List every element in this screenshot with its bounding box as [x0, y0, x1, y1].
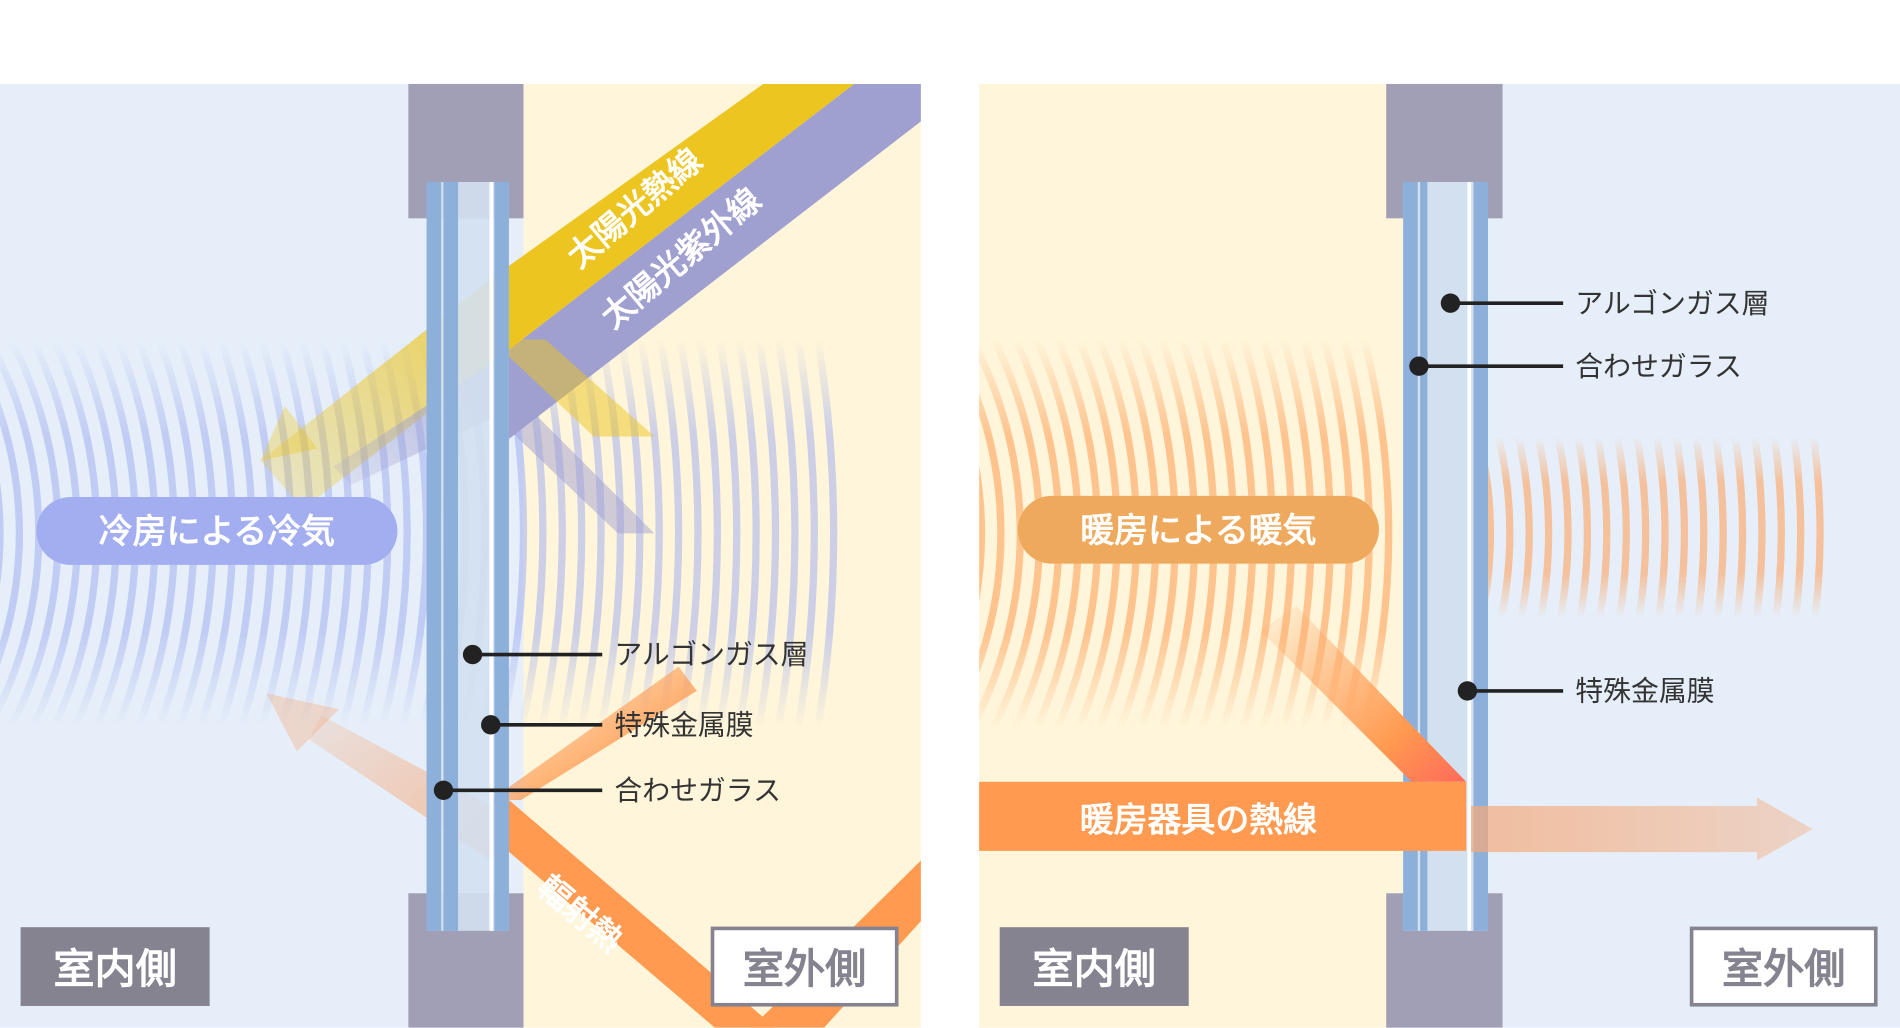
- wave-arc: [792, 326, 818, 741]
- wave-arc: [693, 326, 721, 741]
- wave-arc: [772, 326, 799, 741]
- wave-arc: [1511, 423, 1533, 644]
- svg-text:合わせガラス: 合わせガラス: [614, 774, 781, 807]
- radiant-heat-beam: [490, 799, 776, 1028]
- wave-arc: [1571, 423, 1592, 644]
- wave-arc: [1611, 423, 1630, 644]
- wave-arc: [1631, 423, 1650, 644]
- wave-arc: [1710, 423, 1727, 644]
- outdoor-badge: [1689, 926, 1878, 1007]
- indoor-label: 室内側: [1032, 945, 1156, 993]
- solar-uv-beam: [490, 83, 921, 439]
- svg-text:アルゴンガス層: アルゴンガス層: [614, 638, 808, 671]
- svg-text:特殊金属膜: 特殊金属膜: [614, 709, 753, 742]
- indoor-badge: [999, 927, 1189, 1006]
- wave-arc: [1749, 423, 1766, 644]
- cool-air-label: 冷房による冷気: [99, 512, 335, 551]
- outdoor-badge: [710, 926, 899, 1007]
- heater-rays-label: 暖房器具の熱線: [1080, 800, 1317, 839]
- svg-text:アルゴンガス層: アルゴンガス層: [1575, 287, 1769, 320]
- callout-metal-film: 特殊金属膜: [1457, 675, 1715, 708]
- warm-air-label: 暖房による暖気: [1080, 511, 1316, 550]
- warm-air-badge: [1017, 495, 1379, 564]
- wave-arc: [1551, 423, 1572, 644]
- summer-panel: 冷房による冷気 太陽光熱線 太陽光紫外線 輻射熱 アルゴンガス層 特殊金属膜 合…: [0, 83, 921, 1028]
- svg-text:合わせガラス: 合わせガラス: [1575, 350, 1742, 383]
- wave-arc: [979, 466, 986, 601]
- wave-arc: [0, 402, 23, 665]
- heater-rays-beam: [979, 781, 1467, 851]
- wave-arc: [1690, 423, 1708, 644]
- summer-title: 夏涼しい遮熱の仕組み: [273, 21, 648, 65]
- cool-air-badge: [36, 497, 398, 565]
- heat-reflection-beam: [1260, 606, 1467, 782]
- wave-arc: [1591, 423, 1611, 644]
- indoor-badge: [20, 927, 210, 1006]
- outdoor-label: 室外側: [743, 945, 867, 993]
- winter-panel: 暖房による暖気 暖房器具の熱線 アルゴンガス層 合わせガラス 特殊金属膜 室内側…: [979, 83, 1900, 1028]
- wave-arc: [1491, 423, 1514, 644]
- callout-laminated: 合わせガラス: [433, 774, 781, 807]
- solar-heat-arrowhead-icon: [260, 406, 318, 461]
- wave-arc: [1768, 423, 1785, 644]
- transmitted-heat-arrow: [1471, 797, 1813, 861]
- callout-metal-film: 特殊金属膜: [481, 709, 754, 742]
- wave-arc: [1729, 423, 1747, 644]
- outdoor-label: 室外側: [1722, 945, 1846, 993]
- svg-text:特殊金属膜: 特殊金属膜: [1575, 675, 1714, 708]
- wave-arc: [634, 326, 663, 741]
- wave-arc: [1788, 423, 1805, 644]
- wave-arc: [1808, 423, 1824, 643]
- wave-arc: [979, 393, 1005, 674]
- callout-argon: アルゴンガス層: [462, 638, 809, 671]
- wave-arc: [812, 326, 838, 741]
- wave-arc: [1670, 423, 1688, 644]
- wave-arc: [733, 326, 760, 741]
- wave-arc: [753, 326, 780, 741]
- wave-arc: [713, 326, 741, 741]
- winter-title: 冬暖かい断熱の仕組み: [1252, 21, 1627, 65]
- wave-arc: [1650, 423, 1669, 644]
- wave-arc: [1531, 423, 1553, 644]
- indoor-label: 室内側: [53, 945, 177, 993]
- radiant-arrowhead-icon: [266, 693, 340, 752]
- glass-unit: [426, 181, 509, 931]
- callout-laminated: 合わせガラス: [1409, 350, 1742, 383]
- callout-argon: アルゴンガス層: [1440, 287, 1769, 320]
